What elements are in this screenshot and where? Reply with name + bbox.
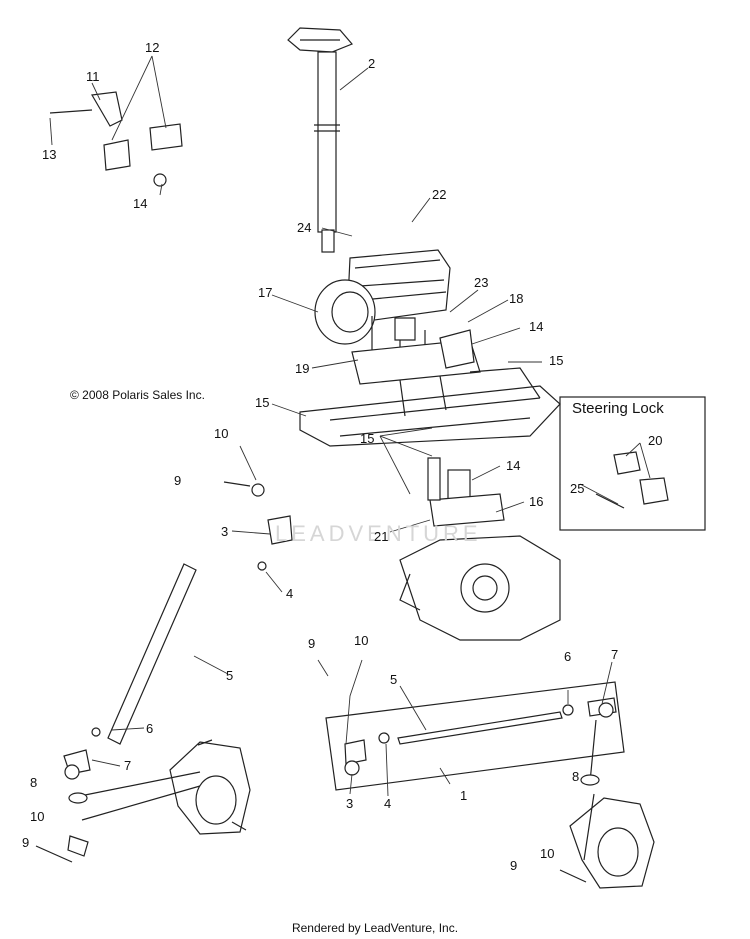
- callout-10: 10: [540, 846, 555, 861]
- callout-3: 3: [346, 796, 354, 811]
- callout-16: 16: [529, 494, 544, 509]
- callout-5: 5: [226, 668, 234, 683]
- callout-8: 8: [30, 775, 38, 790]
- callout-24: 24: [297, 220, 312, 235]
- callout-1: 1: [460, 788, 468, 803]
- callout-6: 6: [564, 649, 572, 664]
- clamp-hardware-part: [49, 91, 183, 187]
- callout-18: 18: [509, 291, 524, 306]
- callout-15: 15: [255, 395, 270, 410]
- callout-9: 9: [510, 858, 518, 873]
- steering-lock-box: [559, 396, 706, 531]
- callout-9: 9: [174, 473, 182, 488]
- callout-4: 4: [286, 586, 294, 601]
- callout-2: 2: [368, 56, 376, 71]
- callout-14: 14: [529, 319, 544, 334]
- steering-knuckle-left-part: [169, 739, 251, 835]
- callout-23: 23: [474, 275, 489, 290]
- callout-20: 20: [648, 433, 663, 448]
- tie-rod-left-part: [63, 563, 197, 780]
- callout-14: 14: [133, 196, 148, 211]
- callout-14: 14: [506, 458, 521, 473]
- callout-5: 5: [390, 672, 398, 687]
- callout-15: 15: [360, 431, 375, 446]
- callout-21: 21: [374, 529, 389, 544]
- lower-coupler-part: [427, 457, 505, 527]
- tie-rod-assembly-right-part: [325, 681, 625, 791]
- callout-7: 7: [611, 647, 619, 662]
- callout-10: 10: [354, 633, 369, 648]
- callout-11: 11: [86, 69, 100, 84]
- power-steering-unit-part: [314, 249, 451, 352]
- footer-credit: Rendered by LeadVenture, Inc.: [291, 921, 459, 935]
- steering-column-part: [287, 27, 354, 253]
- callout-8: 8: [572, 769, 580, 784]
- callout-12: 12: [145, 40, 160, 55]
- callout-10: 10: [30, 809, 45, 824]
- callout-15: 15: [549, 353, 564, 368]
- callout-3: 3: [221, 524, 229, 539]
- callout-7: 7: [124, 758, 132, 773]
- callout-13: 13: [42, 147, 57, 162]
- frame-bracket-part: [299, 329, 561, 447]
- callout-6: 6: [146, 721, 154, 736]
- callout-10: 10: [214, 426, 229, 441]
- copyright-notice: © 2008 Polaris Sales Inc.: [70, 388, 205, 402]
- steering-lock-title: Steering Lock: [572, 400, 664, 417]
- steering-lock-part: [595, 451, 669, 509]
- callout-17: 17: [258, 285, 273, 300]
- callout-4: 4: [384, 796, 392, 811]
- front-gearcase-part: [399, 535, 561, 641]
- tie-rod-end-part: [223, 481, 293, 571]
- watermark-text: LEADVENTURE: [275, 521, 482, 546]
- callout-9: 9: [308, 636, 316, 651]
- callout-22: 22: [432, 187, 447, 202]
- callout-25: 25: [570, 481, 585, 496]
- callout-9: 9: [22, 835, 30, 850]
- callout-19: 19: [295, 361, 310, 376]
- steering-knuckle-right-part: [569, 797, 655, 889]
